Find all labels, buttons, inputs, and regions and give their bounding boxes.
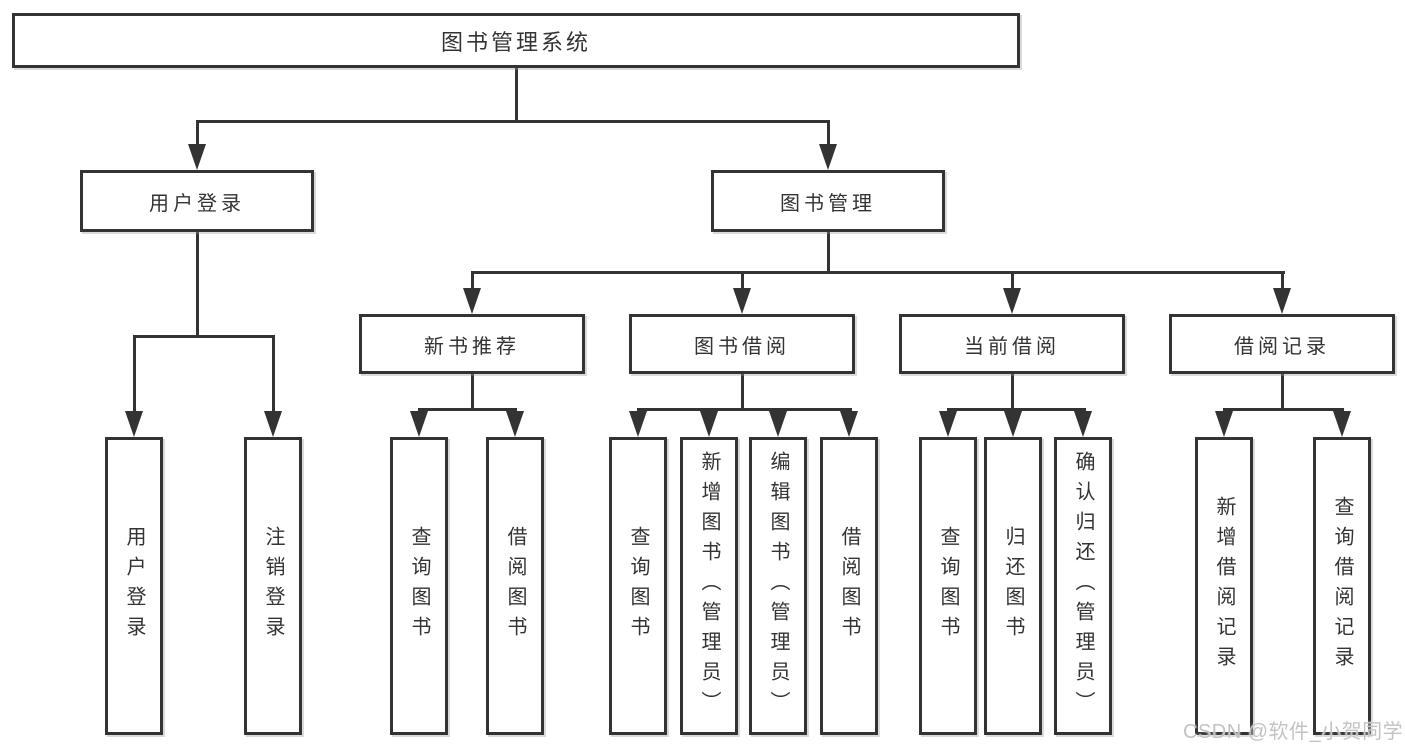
node-label: 注销登录 (262, 526, 284, 646)
node-label: 新书推荐 (424, 335, 520, 358)
connector-line (636, 408, 852, 411)
arrow-down-icon (264, 411, 282, 437)
leaf-current-confirm-return-admin: 确认归还（管理员） (1054, 437, 1112, 735)
leaf-record-add-borrow-record: 新增借阅记录 (1195, 437, 1253, 735)
connector-line (1010, 374, 1014, 411)
leaf-borrow-borrow-book: 借阅图书 (820, 437, 878, 735)
arrow-down-icon (1004, 411, 1022, 437)
node-book-borrow: 图书借阅 (629, 314, 855, 374)
arrow-down-icon (769, 411, 787, 437)
node-label: 用户登录 (123, 526, 145, 646)
arrow-down-icon (840, 411, 858, 437)
node-label: 借阅图书 (504, 526, 526, 646)
arrow-down-icon (1074, 411, 1092, 437)
leaf-borrow-add-book-admin: 新增图书（管理员） (680, 437, 738, 735)
node-label: 新增借阅记录 (1213, 496, 1235, 676)
node-label: 确认归还（管理员） (1072, 451, 1094, 721)
node-label: 归还图书 (1002, 526, 1024, 646)
arrow-down-icon (188, 144, 206, 170)
node-label: 用户登录 (149, 192, 245, 215)
connector-line (271, 335, 275, 413)
arrow-down-icon (1273, 288, 1291, 314)
connector-line (826, 120, 830, 148)
leaf-user-login: 用户登录 (105, 437, 163, 735)
node-label: 查询借阅记录 (1331, 496, 1353, 676)
node-label: 当前借阅 (964, 335, 1060, 358)
node-label: 查询图书 (627, 526, 649, 646)
leaf-recommend-borrow-book: 借阅图书 (486, 437, 544, 735)
connector-line (195, 120, 830, 123)
arrow-down-icon (939, 411, 957, 437)
arrow-down-icon (733, 288, 751, 314)
node-borrow-record: 借阅记录 (1169, 314, 1395, 374)
connector-line (195, 120, 199, 148)
leaf-record-query-borrow-record: 查询借阅记录 (1313, 437, 1371, 735)
node-label: 新增图书（管理员） (698, 451, 720, 721)
arrow-down-icon (125, 411, 143, 437)
leaf-recommend-query-book: 查询图书 (390, 437, 448, 735)
node-label: 查询图书 (408, 526, 430, 646)
arrow-down-icon (1333, 411, 1351, 437)
leaf-logout-login: 注销登录 (244, 437, 302, 735)
connector-line (195, 232, 199, 337)
arrow-down-icon (506, 411, 524, 437)
node-label: 查询图书 (937, 526, 959, 646)
arrow-down-icon (1003, 288, 1021, 314)
arrow-down-icon (629, 411, 647, 437)
node-library-management-system: 图书管理系统 (12, 13, 1020, 68)
csdn-watermark: CSDN @软件_小贺同学 (1183, 721, 1404, 743)
node-label: 借阅记录 (1234, 335, 1330, 358)
connector-line (417, 408, 517, 411)
connector-line (1280, 374, 1284, 411)
node-user-login: 用户登录 (80, 170, 314, 232)
node-book-management: 图书管理 (711, 170, 945, 232)
node-label: 借阅图书 (838, 526, 860, 646)
connector-line (826, 232, 830, 274)
leaf-borrow-edit-book-admin: 编辑图书（管理员） (749, 437, 807, 735)
connector-line (470, 271, 474, 291)
leaf-current-return-book: 归还图书 (984, 437, 1042, 735)
node-label: 编辑图书（管理员） (767, 451, 789, 721)
connector-line (132, 335, 275, 338)
arrow-down-icon (700, 411, 718, 437)
connector-line (470, 271, 1285, 274)
connector-line (470, 374, 474, 411)
node-new-book-recommend: 新书推荐 (359, 314, 585, 374)
node-current-borrow: 当前借阅 (899, 314, 1125, 374)
arrow-down-icon (1215, 411, 1233, 437)
node-label: 图书管理系统 (440, 29, 591, 55)
leaf-borrow-query-book: 查询图书 (609, 437, 667, 735)
connector-line (740, 271, 744, 291)
connector-line (740, 374, 744, 411)
node-label: 图书管理 (780, 192, 876, 215)
connector-line (132, 335, 136, 413)
arrow-down-icon (819, 144, 837, 170)
leaf-current-query-book: 查询图书 (919, 437, 977, 735)
connector-line (1280, 271, 1284, 291)
connector-line (514, 68, 518, 122)
arrow-down-icon (463, 288, 481, 314)
connector-line (1010, 271, 1014, 291)
connector-line (946, 408, 1086, 411)
connector-line (1222, 408, 1344, 411)
arrow-down-icon (410, 411, 428, 437)
node-label: 图书借阅 (694, 335, 790, 358)
